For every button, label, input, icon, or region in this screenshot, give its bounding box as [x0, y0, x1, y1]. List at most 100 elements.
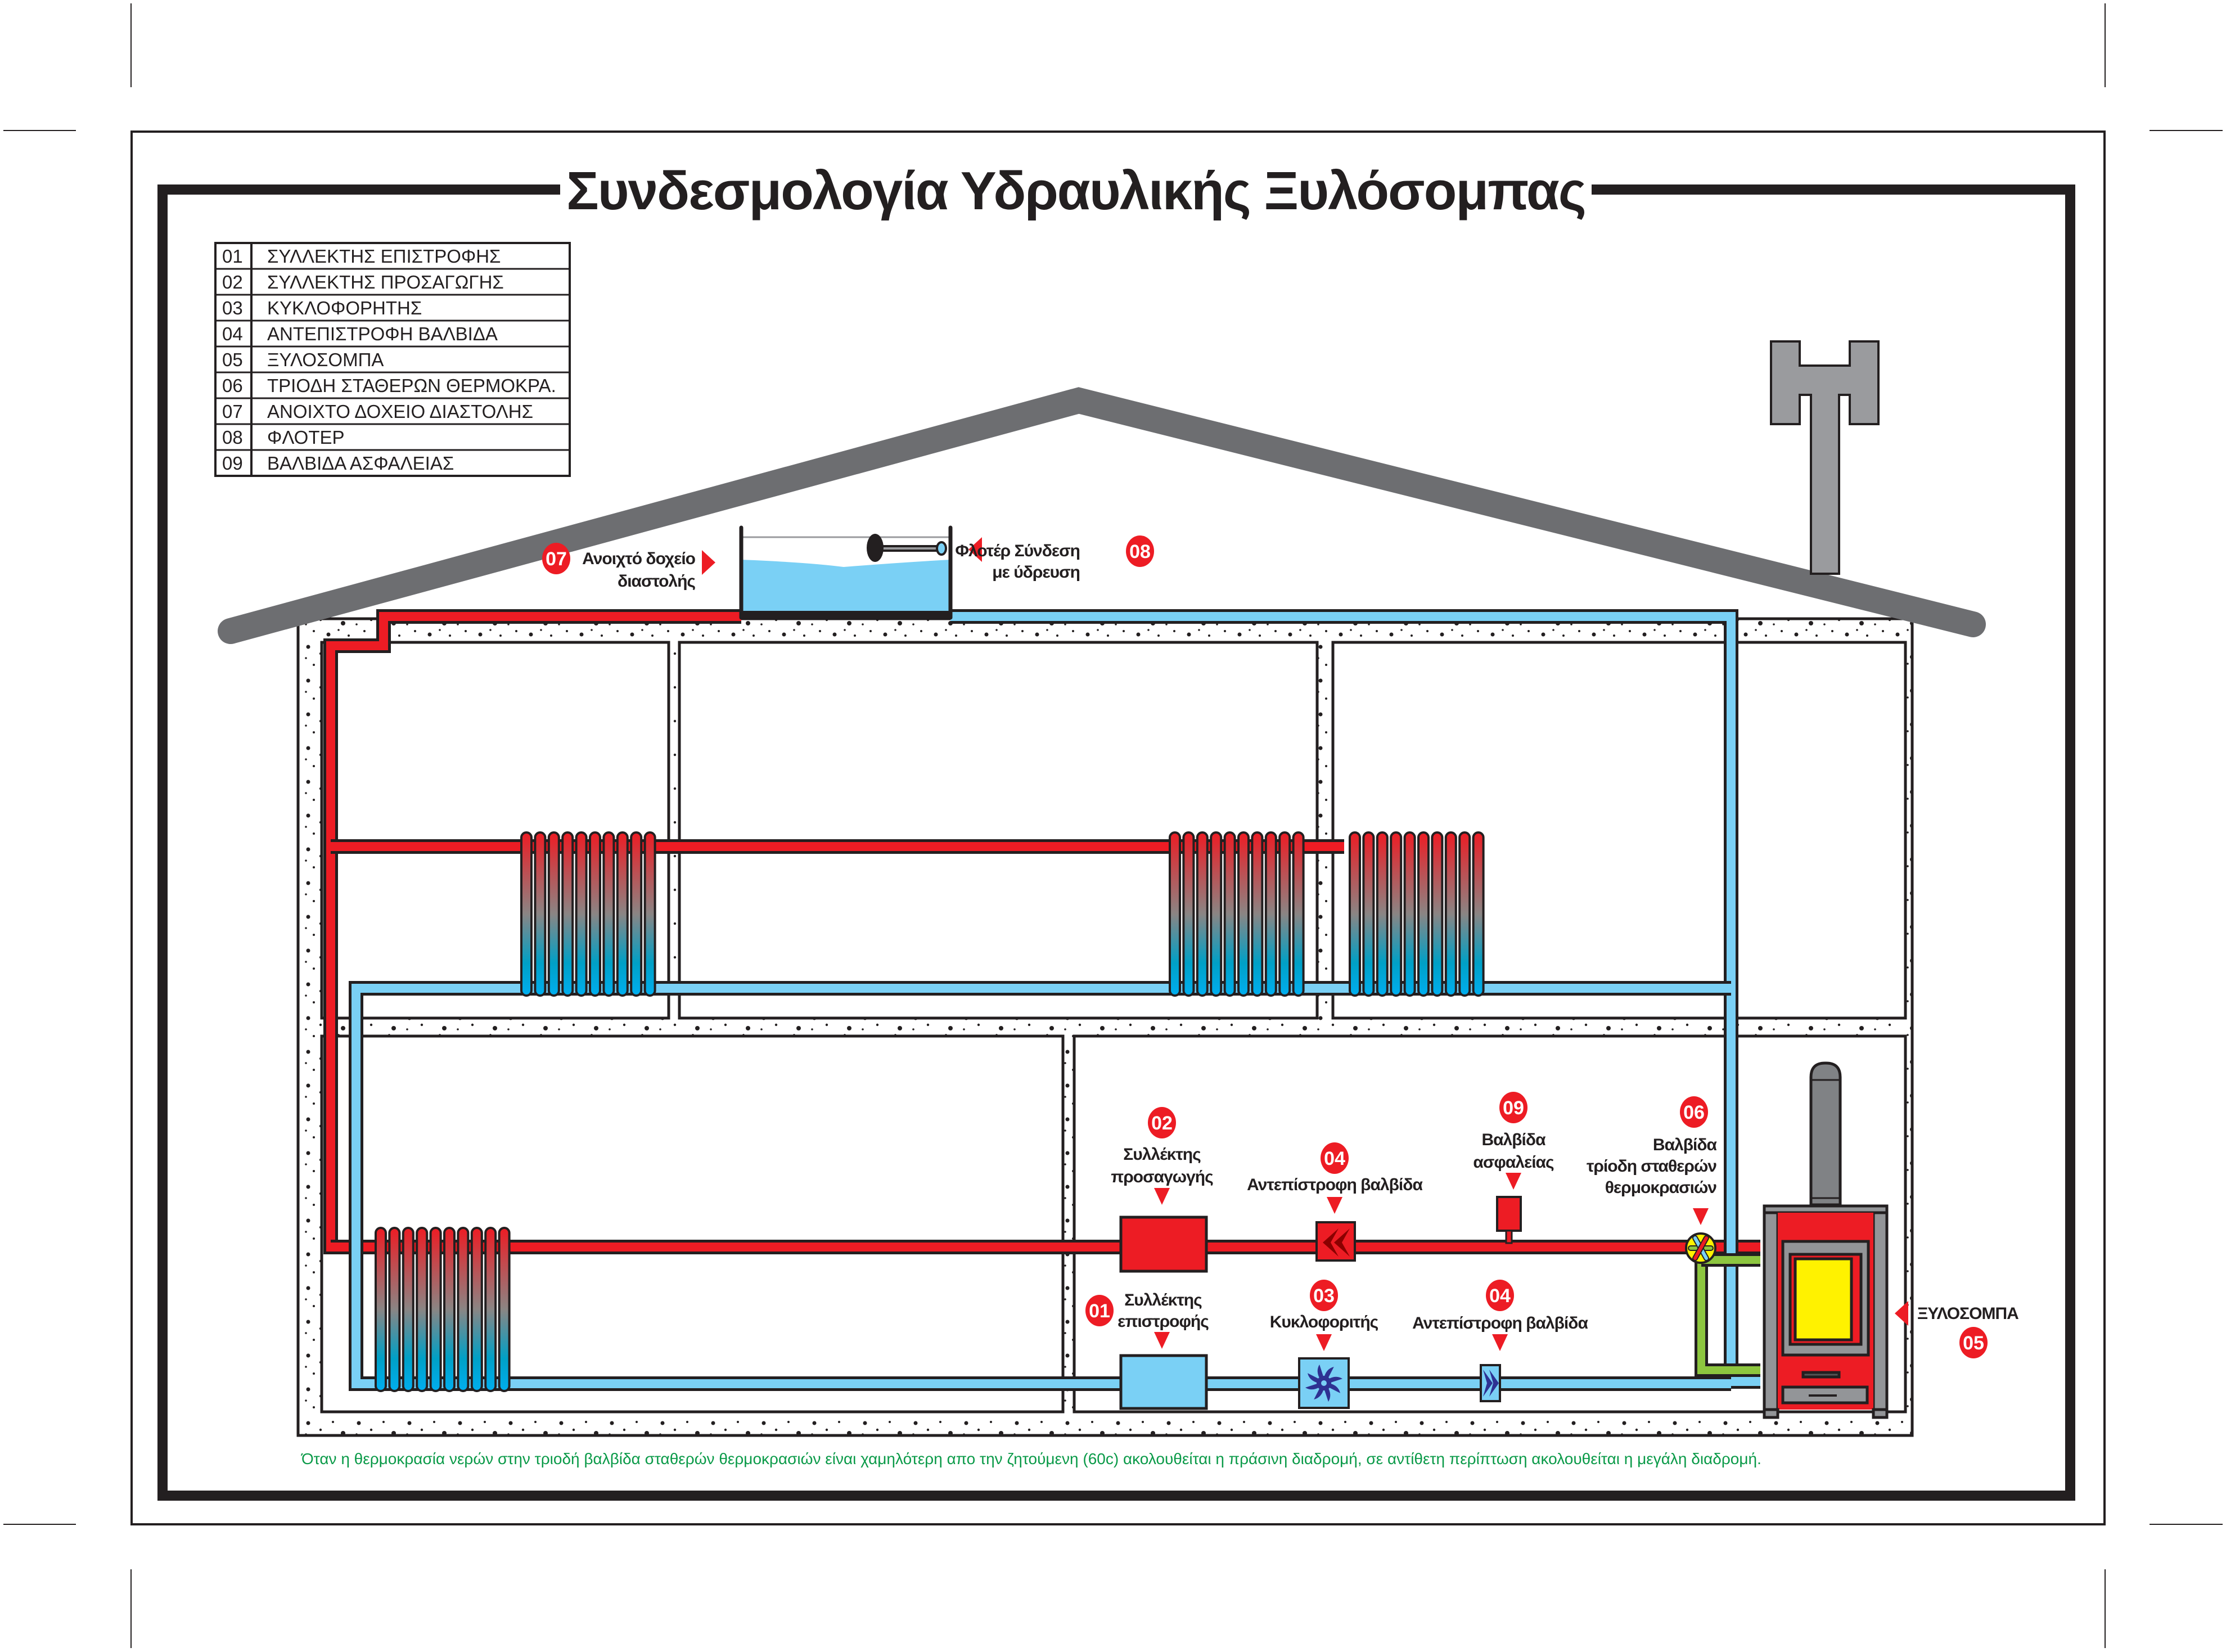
chevron-left-icon — [1323, 1228, 1339, 1257]
callout-label: Αντεπίστροφη βαλβίδα — [1412, 1314, 1588, 1333]
chimney — [1770, 340, 1880, 575]
legend-label: ΣΥΛΛΕΚΤΗΣ ΠΡΟΣΑΓΩΓΗΣ — [267, 272, 504, 292]
chevron-right-icon — [1483, 1370, 1493, 1397]
number-badge-c09: 09 — [1499, 1092, 1527, 1123]
callout-label: Κυκλοφοριτής — [1270, 1313, 1378, 1331]
legend-label: ΒΑΛΒΙΔΑ ΑΣΦΑΛΕΙΑΣ — [267, 453, 454, 474]
radiator-upper-right — [1349, 831, 1485, 997]
badge-number: 04 — [1489, 1285, 1511, 1307]
green-bypass-pipe — [1697, 1249, 1760, 1374]
arrow-right-icon — [702, 550, 715, 575]
legend-label: ΑΝΤΕΠΙΣΤΡΟΦΗ ΒΑΛΒΙΔΑ — [267, 323, 498, 344]
callout-label: διαστολής — [618, 572, 695, 591]
arrow-down-icon — [1327, 1197, 1342, 1214]
radiator-upper-middle — [1169, 831, 1305, 997]
radiator-section — [1349, 831, 1361, 997]
badge-number: 09 — [1503, 1097, 1524, 1119]
number-badge-c07: 07 — [542, 543, 570, 574]
cold-expansion-pipe — [950, 612, 1760, 1386]
number-badge-c03: 03 — [1310, 1280, 1338, 1311]
number-badge-c08: 08 — [1126, 535, 1154, 567]
radiator-section — [1169, 831, 1181, 997]
float-valve-icon — [867, 534, 947, 562]
number-badge-c04b: 04 — [1486, 1280, 1514, 1311]
inner-frame — [157, 184, 2075, 1501]
check-valve-cold-icon — [1480, 1364, 1501, 1402]
radiator-section — [1417, 831, 1430, 997]
radiator-section — [429, 1227, 442, 1392]
callout-label: με ύδρευση — [992, 563, 1080, 582]
radiator-section — [520, 831, 533, 997]
chevron-left-icon — [1334, 1228, 1350, 1257]
supply-collector — [1119, 1216, 1208, 1273]
radiators — [375, 831, 1485, 1392]
arrow-down-icon — [1316, 1334, 1332, 1351]
check-valve-hot-icon — [1315, 1221, 1356, 1262]
roof — [218, 387, 1986, 644]
arrow-left-icon — [1895, 1301, 1908, 1326]
badge-number: 07 — [546, 548, 567, 570]
arrow-down-icon — [1492, 1334, 1508, 1351]
radiator-lower-left — [375, 1227, 511, 1392]
safety-valve-stem — [1505, 1230, 1513, 1244]
circulator-pump-icon — [1298, 1357, 1350, 1409]
radiator-section — [416, 1227, 429, 1392]
three-way-valve-icon — [1685, 1232, 1716, 1264]
radiator-section — [1431, 831, 1444, 997]
callout-label: τρίοδη σταθερών — [1587, 1157, 1716, 1176]
radiator-section — [1444, 831, 1457, 997]
callout-label: Βαλβίδα — [1481, 1131, 1546, 1149]
legend-number: 04 — [222, 323, 243, 344]
radiator-section — [1376, 831, 1389, 997]
callout-label: Βαλβίδα — [1653, 1136, 1718, 1154]
stove-flue — [1809, 1061, 1842, 1207]
radiator-section — [602, 831, 615, 997]
legend-border — [214, 242, 571, 477]
badge-number: 05 — [1963, 1333, 1984, 1354]
legend-number: 05 — [222, 349, 243, 370]
radiator-section — [547, 831, 560, 997]
legend-label: ΚΥΚΛΟΦΟΡΗΤΗΣ — [267, 298, 422, 318]
callout-label: προσαγωγής — [1111, 1168, 1213, 1186]
arrow-down-icon — [1154, 1188, 1170, 1205]
badge-number: 02 — [1151, 1113, 1173, 1134]
legend-label: ΤΡΙΟΔΗ ΣΤΑΘΕΡΩΝ ΘΕΡΜΟΚΡΑ. — [267, 375, 556, 396]
hot-supply-pipe — [326, 612, 1760, 1252]
legend-number: 09 — [222, 453, 243, 474]
radiator-upper-left — [520, 831, 656, 997]
badge-number: 01 — [1089, 1300, 1110, 1322]
route-note: Όταν η θερμοκρασία νερών στην τριοδή βαλ… — [301, 1450, 1761, 1468]
radiator-section — [589, 831, 601, 997]
badge-number: 04 — [1324, 1148, 1345, 1169]
legend-number: 03 — [222, 298, 243, 318]
return-collector — [1119, 1354, 1208, 1410]
radiator-section — [498, 1227, 511, 1392]
page-title: Συνδεσμολογία Υδραυλικής Ξυλόσομπας — [566, 161, 1585, 221]
radiator-section — [1196, 831, 1209, 997]
callout-label: θερμοκρασιών — [1605, 1178, 1717, 1197]
radiator-section — [575, 831, 588, 997]
radiator-section — [643, 831, 656, 997]
radiator-section — [375, 1227, 387, 1392]
radiator-section — [1390, 831, 1403, 997]
radiator-section — [1278, 831, 1291, 997]
number-badge-c06: 06 — [1680, 1096, 1708, 1128]
legend-number: 06 — [222, 375, 243, 396]
callout-label: Συλλέκτης — [1124, 1291, 1202, 1309]
radiator-section — [1264, 831, 1277, 997]
legend-number: 07 — [222, 401, 243, 422]
radiator-section — [1292, 831, 1305, 997]
legend-label: ΑΝΟΙΧΤΟ ΔΟΧΕΙΟ ΔΙΑΣΤΟΛΗΣ — [267, 401, 533, 422]
wood-stove — [1763, 1061, 1889, 1419]
badge-number: 08 — [1129, 541, 1151, 562]
radiator-section — [1472, 831, 1485, 997]
radiator-section — [1251, 831, 1264, 997]
radiator-section — [1237, 831, 1250, 997]
callout-label: ασφαλείας — [1473, 1153, 1554, 1172]
legend-label: ΦΛΟΤΕΡ — [267, 427, 345, 448]
chevron-right-icon — [1489, 1370, 1499, 1397]
radiator-section — [388, 1227, 401, 1392]
